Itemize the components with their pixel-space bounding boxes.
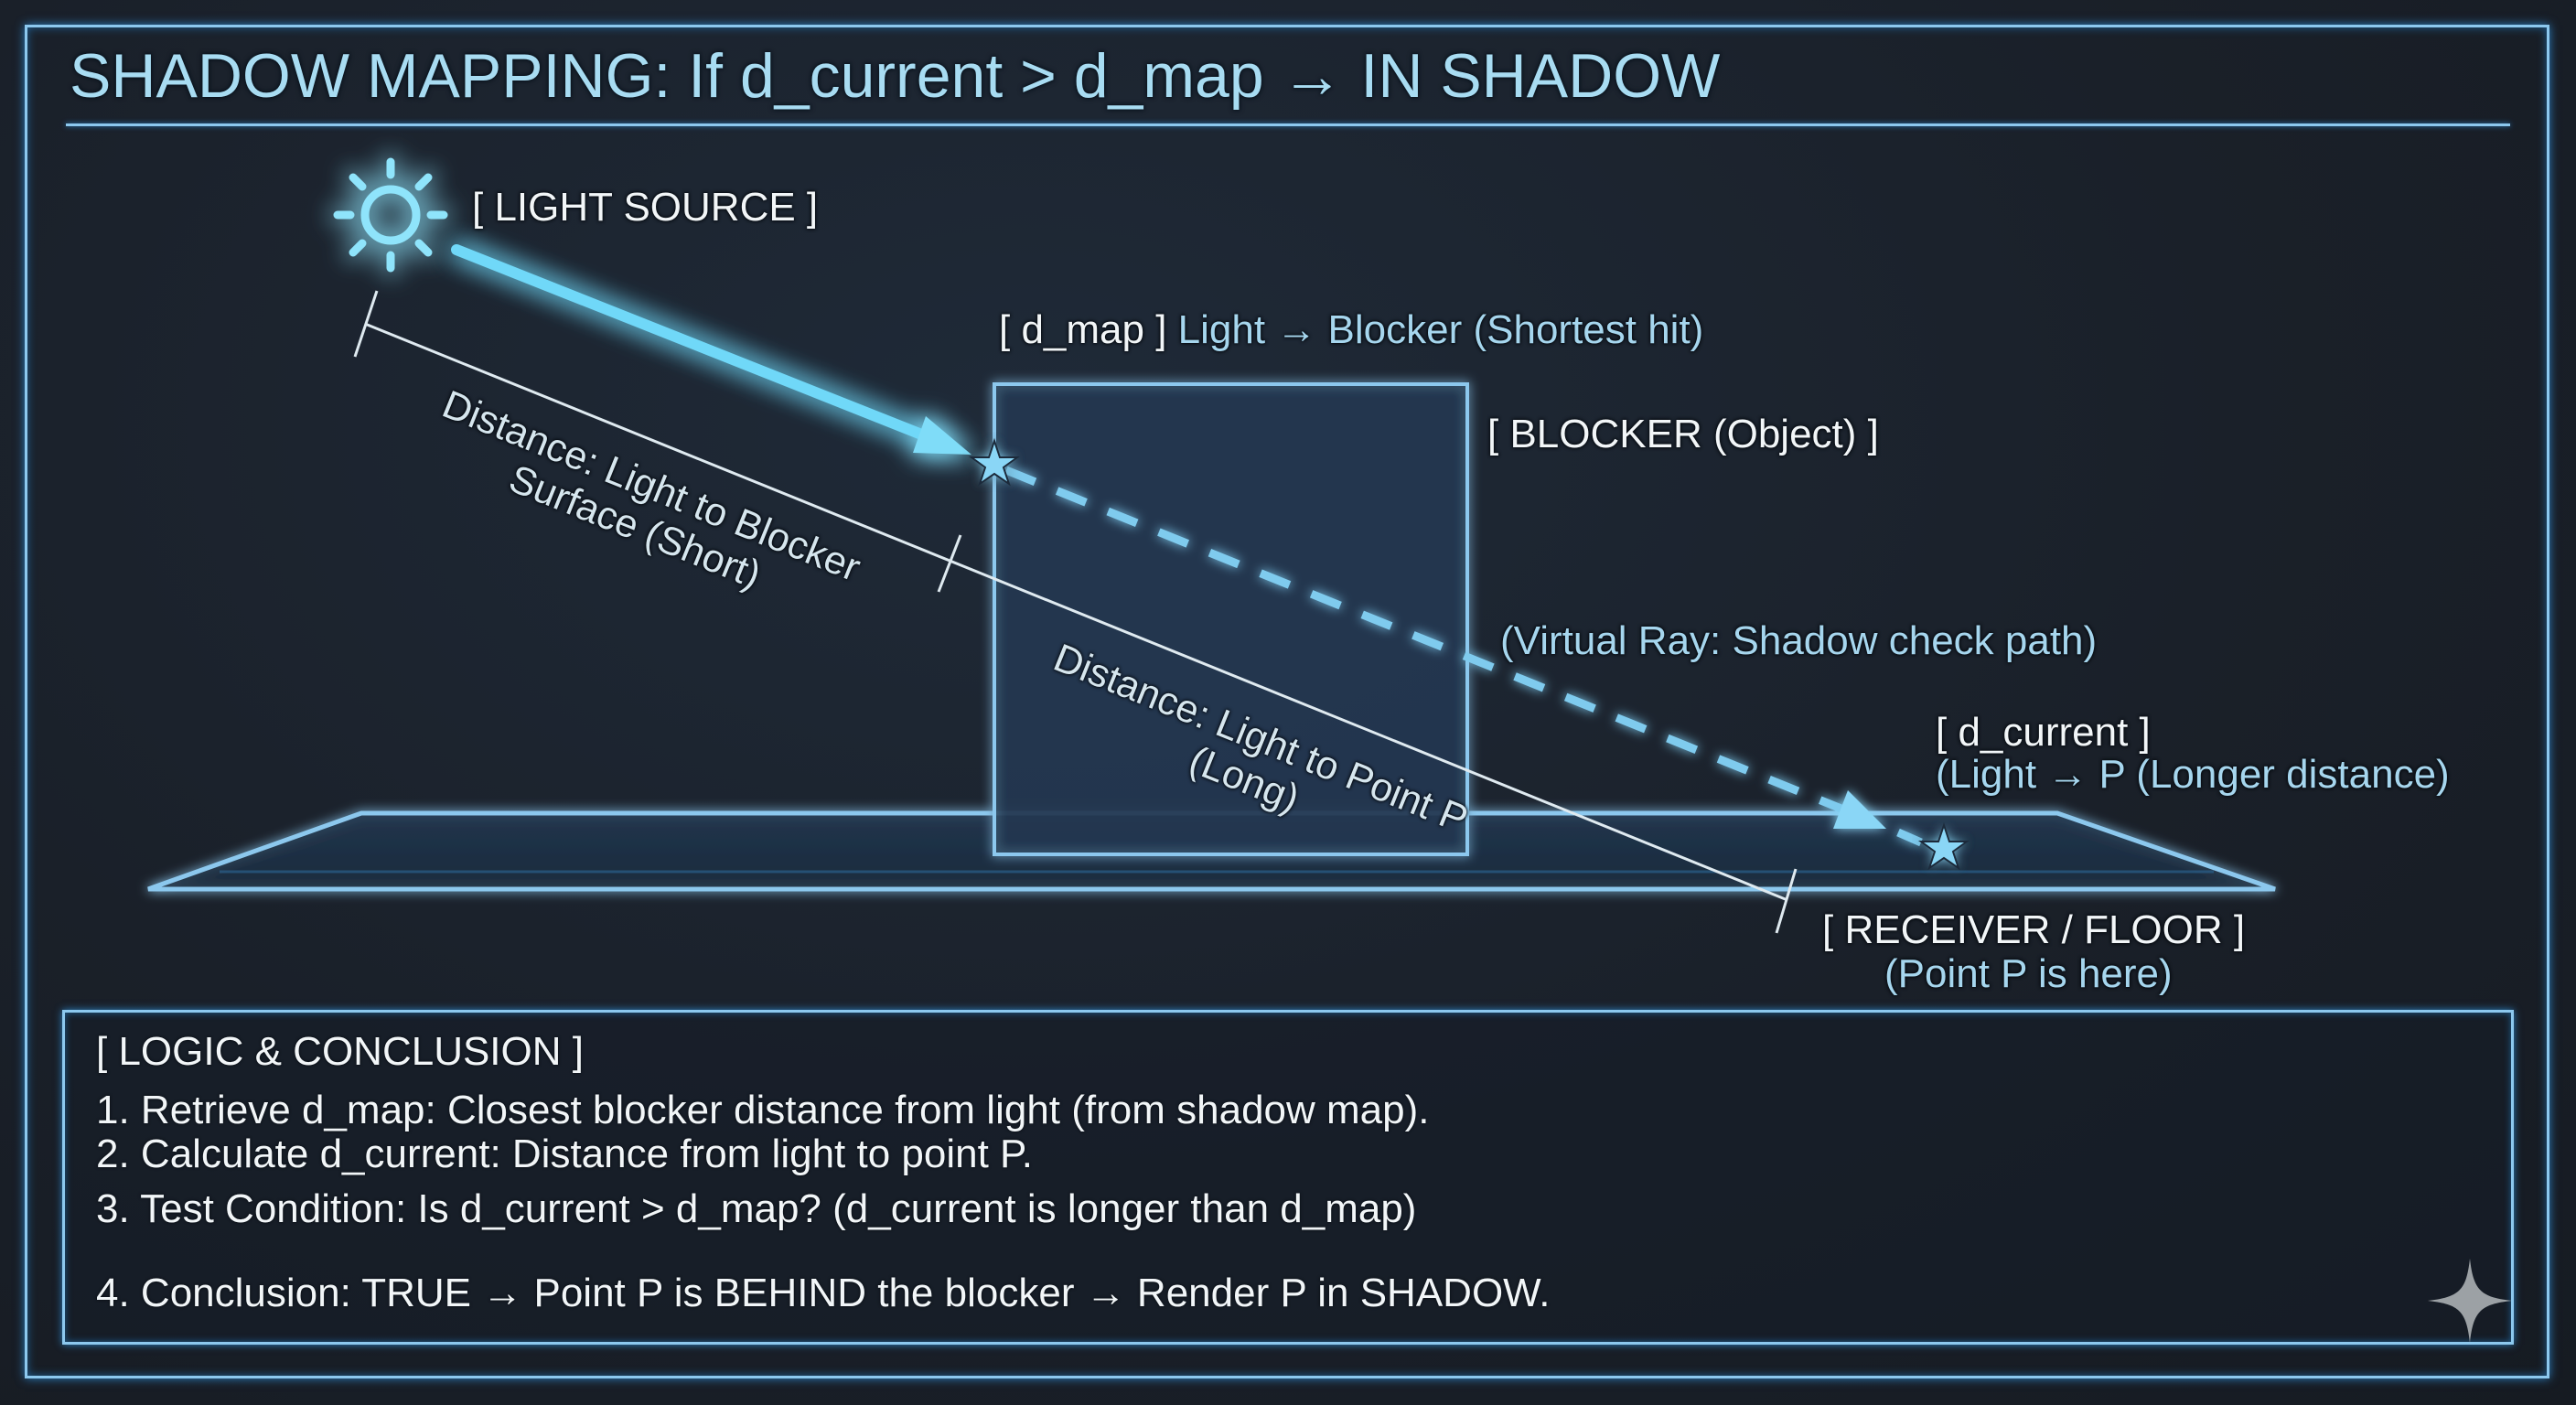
sun-icon <box>333 157 448 273</box>
virtual-ray-label: (Virtual Ray: Shadow check path) <box>1500 618 2098 663</box>
logic-step-4: 4. Conclusion: TRUE → Point P is BEHIND … <box>96 1271 1551 1315</box>
logic-step-2: 2. Calculate d_current: Distance from li… <box>96 1132 1033 1176</box>
light-source-label: [ LIGHT SOURCE ] <box>472 185 819 230</box>
d-map-desc: Light → Blocker (Shortest hit) <box>1177 307 1704 352</box>
light-ray-solid <box>451 244 971 455</box>
blocker-box <box>993 382 1469 856</box>
sparkle-icon <box>2427 1258 2513 1344</box>
receiver-sub-label: (Point P is here) <box>1884 951 2173 996</box>
logic-step-3: 3. Test Condition: Is d_current > d_map?… <box>96 1186 1417 1231</box>
blocker-hit-star-icon <box>968 437 1021 487</box>
receiver-label: [ RECEIVER / FLOOR ] <box>1822 907 2246 952</box>
d-map-tag: [ d_map ] <box>999 307 1167 352</box>
d-current-tag: [ d_current ] <box>1936 710 2151 755</box>
d-current-desc: (Light → P (Longer distance) <box>1936 752 2450 797</box>
virtual-ray-dashed <box>1004 466 1923 847</box>
logic-conclusion-panel: [ LOGIC & CONCLUSION ] 1. Retrieve d_map… <box>62 1010 2514 1345</box>
blocker-label: [ BLOCKER (Object) ] <box>1487 412 1879 456</box>
page-title: SHADOW MAPPING: If d_current > d_map → I… <box>70 41 1721 111</box>
logic-title: [ LOGIC & CONCLUSION ] <box>96 1029 584 1074</box>
title-divider <box>66 123 2510 126</box>
point-p-star-icon <box>1917 821 1970 871</box>
d-map-label: [ d_map ] Light → Blocker (Shortest hit) <box>999 307 1703 353</box>
logic-step-1: 1. Retrieve d_map: Closest blocker dista… <box>96 1088 1430 1132</box>
outer-frame <box>25 25 2549 1378</box>
distance-measure-line <box>353 290 1798 934</box>
